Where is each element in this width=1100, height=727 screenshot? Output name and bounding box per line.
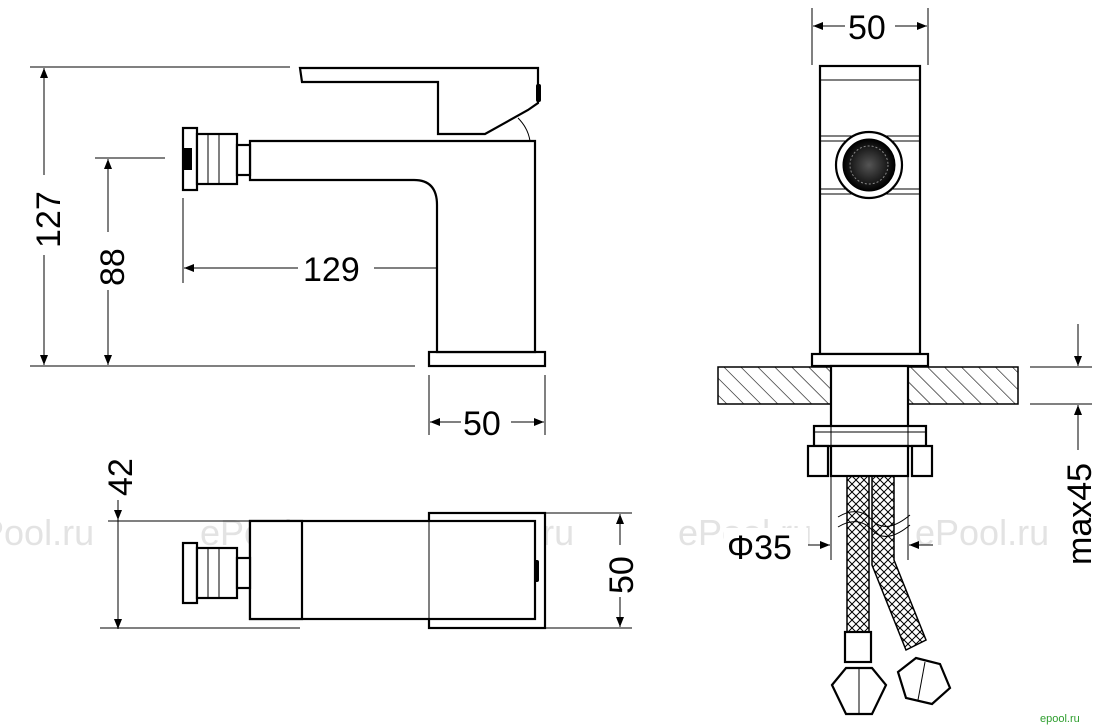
dim-label-127: 127 xyxy=(30,191,68,248)
dim-label-50-base: 50 xyxy=(463,405,501,443)
hose-left xyxy=(846,475,870,637)
dim-label-42: 42 xyxy=(102,458,140,496)
dim-label-50-width: 50 xyxy=(848,9,886,47)
hose-nut-right xyxy=(896,656,952,706)
handle-knob xyxy=(536,84,541,102)
nozzle-joint-top xyxy=(235,556,252,590)
aerator-mesh-detail xyxy=(849,145,889,185)
label-bg xyxy=(93,232,123,290)
faucet-spout-body xyxy=(248,139,537,354)
side-view: 127 88 129 50 xyxy=(30,66,547,443)
top-view: 42 50 xyxy=(100,458,641,630)
countertop-left xyxy=(717,366,832,405)
dim-label-129: 129 xyxy=(303,251,360,289)
dim-label-max45: max45 xyxy=(1061,463,1099,565)
front-base-plate xyxy=(810,352,930,368)
hose-fitting-left xyxy=(843,630,873,664)
nut-edge xyxy=(917,661,926,701)
nozzle-body xyxy=(195,132,239,186)
dim-label-88: 88 xyxy=(94,248,132,286)
hose-right xyxy=(871,475,927,652)
dim-label-50-depth: 50 xyxy=(603,556,641,594)
label-bg xyxy=(30,175,60,255)
handle-knob-top xyxy=(534,560,539,582)
label-bg xyxy=(461,405,511,441)
countertop-right xyxy=(907,366,1019,405)
faucet-base-plate xyxy=(427,350,547,368)
break-line xyxy=(837,511,911,527)
watermark-text: ePool.ru xyxy=(915,512,1049,553)
aerator-mesh xyxy=(842,138,896,192)
watermark-text: ePool.ru xyxy=(0,512,94,553)
label-bg xyxy=(724,528,808,564)
break-line xyxy=(837,521,911,537)
nozzle-outlet xyxy=(184,148,192,170)
nozzle-joint xyxy=(235,143,252,177)
mounting-bracket-left xyxy=(806,444,830,478)
label-bg xyxy=(845,8,895,44)
label-bg xyxy=(298,250,374,286)
front-view: 50 xyxy=(717,8,1099,716)
shank-lower xyxy=(829,444,910,478)
faucet-front-body xyxy=(818,64,922,356)
label-bg xyxy=(604,545,636,597)
faucet-handle xyxy=(298,66,540,136)
spout-front-face xyxy=(248,519,304,621)
mounting-bracket-right xyxy=(910,444,934,478)
handle-hinge xyxy=(517,117,531,142)
corner-watermark: epool.ru xyxy=(1040,713,1080,725)
dim-label-phi35: Φ35 xyxy=(727,529,792,567)
nozzle-body-top xyxy=(195,546,239,600)
nozzle-cap-top xyxy=(181,541,199,605)
